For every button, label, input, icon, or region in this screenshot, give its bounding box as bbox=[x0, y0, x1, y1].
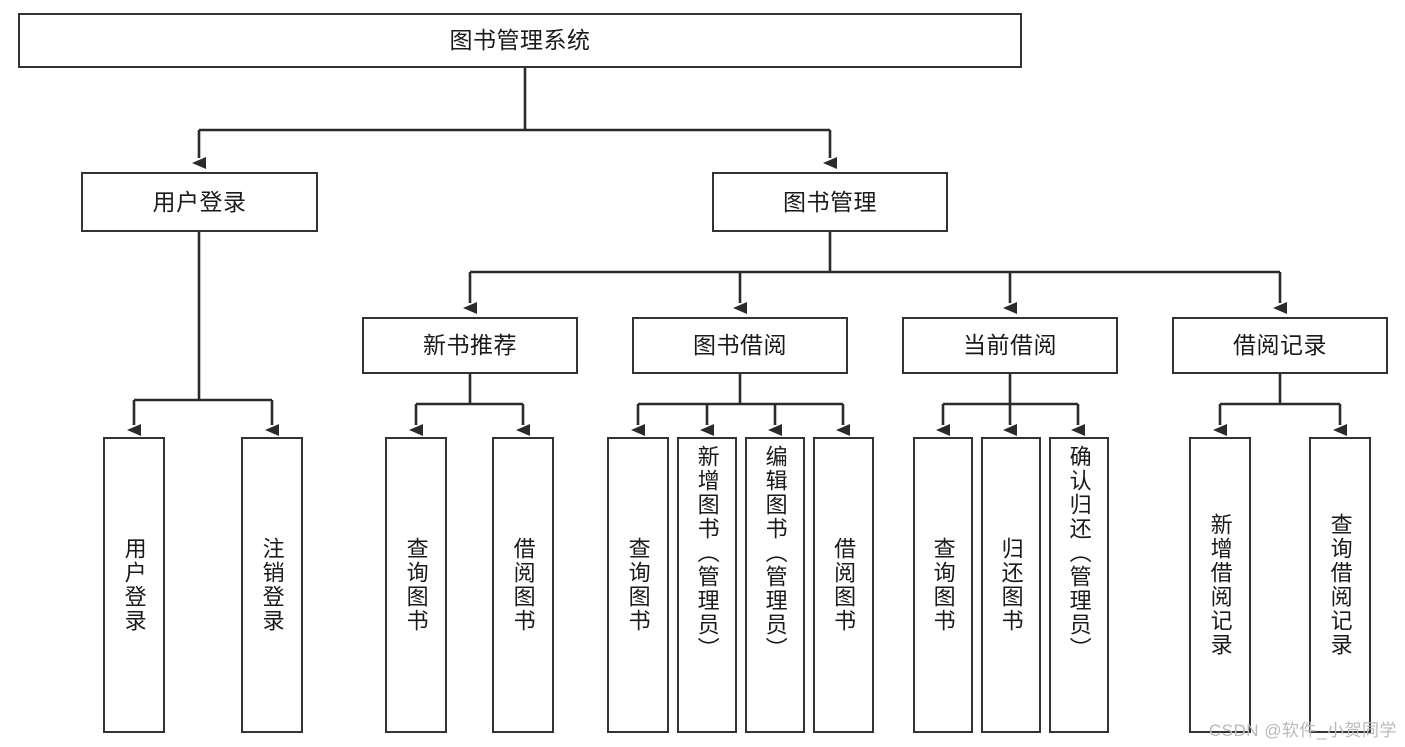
leaf-book-borrow-borrow-book[interactable]: 借阅图书 bbox=[813, 437, 874, 733]
node-label: 归还图书 bbox=[998, 537, 1024, 633]
node-label: 图书管理系统 bbox=[449, 27, 591, 54]
leaf-borrow-record-query-record[interactable]: 查询借阅记录 bbox=[1309, 437, 1371, 733]
node-label: 借阅记录 bbox=[1233, 332, 1327, 359]
leaf-current-borrow-confirm-return-admin[interactable]: 确认归还（管理员） bbox=[1049, 437, 1109, 733]
node-label: 图书借阅 bbox=[693, 332, 787, 359]
node-current-borrow[interactable]: 当前借阅 bbox=[902, 317, 1118, 374]
node-label: 查询图书 bbox=[930, 537, 956, 633]
node-label: 借阅图书 bbox=[510, 537, 536, 633]
node-label: 查询图书 bbox=[625, 537, 651, 633]
node-new-book-recommend[interactable]: 新书推荐 bbox=[362, 317, 578, 374]
watermark-text: CSDN @软件_小贺同学 bbox=[1208, 721, 1397, 740]
node-borrow-record[interactable]: 借阅记录 bbox=[1172, 317, 1388, 374]
node-root-book-management-system[interactable]: 图书管理系统 bbox=[18, 13, 1022, 68]
node-label: 查询借阅记录 bbox=[1327, 513, 1353, 657]
node-label: 新增图书（管理员） bbox=[694, 445, 720, 661]
leaf-user-login-login[interactable]: 用户登录 bbox=[103, 437, 165, 733]
node-label: 图书管理 bbox=[783, 188, 877, 215]
leaf-new-book-borrow-book[interactable]: 借阅图书 bbox=[492, 437, 554, 733]
node-book-borrow[interactable]: 图书借阅 bbox=[632, 317, 848, 374]
node-user-login[interactable]: 用户登录 bbox=[81, 172, 318, 232]
node-label: 查询图书 bbox=[403, 537, 429, 633]
leaf-book-borrow-edit-book-admin[interactable]: 编辑图书（管理员） bbox=[745, 437, 805, 733]
node-label: 用户登录 bbox=[121, 537, 147, 633]
node-label: 当前借阅 bbox=[963, 332, 1057, 359]
leaf-book-borrow-query-book[interactable]: 查询图书 bbox=[607, 437, 669, 733]
node-book-management[interactable]: 图书管理 bbox=[712, 172, 948, 232]
node-label: 确认归还（管理员） bbox=[1066, 445, 1092, 661]
node-label: 借阅图书 bbox=[831, 537, 857, 633]
node-label: 新书推荐 bbox=[423, 332, 517, 359]
leaf-borrow-record-add-record[interactable]: 新增借阅记录 bbox=[1189, 437, 1251, 733]
leaf-new-book-query-book[interactable]: 查询图书 bbox=[385, 437, 447, 733]
node-label: 用户登录 bbox=[152, 188, 247, 215]
node-label: 新增借阅记录 bbox=[1207, 513, 1233, 657]
leaf-book-borrow-add-book-admin[interactable]: 新增图书（管理员） bbox=[677, 437, 737, 733]
leaf-current-borrow-return-book[interactable]: 归还图书 bbox=[981, 437, 1041, 733]
leaf-current-borrow-query-book[interactable]: 查询图书 bbox=[913, 437, 973, 733]
node-label: 注销登录 bbox=[259, 537, 285, 633]
node-label: 编辑图书（管理员） bbox=[762, 445, 788, 661]
leaf-user-login-logout[interactable]: 注销登录 bbox=[241, 437, 303, 733]
